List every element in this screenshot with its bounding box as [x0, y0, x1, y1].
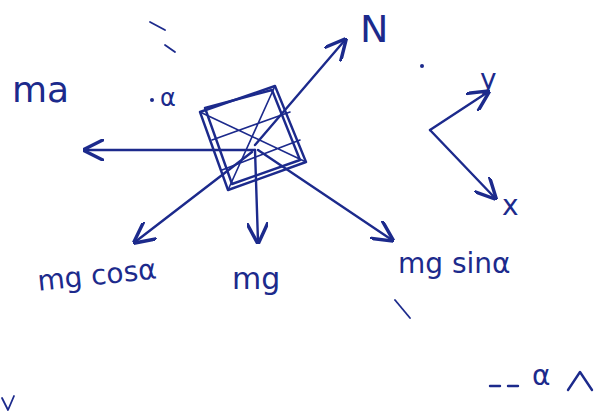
ink-stroke	[395, 300, 410, 318]
axis-label: x	[502, 192, 519, 220]
angle-label: α	[532, 362, 550, 390]
ink-stroke	[150, 22, 175, 52]
angle-label: α	[160, 86, 176, 110]
weight-arrow	[255, 150, 258, 242]
force-label: ma	[12, 72, 69, 108]
ink-stroke	[2, 396, 14, 410]
force-label: N	[360, 10, 388, 48]
ink-dot	[420, 64, 424, 68]
mg-sin-arrow	[258, 150, 392, 240]
normal-force-arrow	[255, 40, 345, 145]
incline-triangle	[568, 372, 592, 390]
pseudo-force-arrow	[85, 149, 255, 151]
ink-dot	[150, 98, 154, 102]
force-label: mg sinα	[398, 250, 511, 278]
force-label: mg cosα	[36, 256, 158, 296]
block	[200, 86, 306, 190]
mg-cos-arrow	[135, 152, 252, 242]
block-scribble	[200, 86, 306, 190]
dash-line	[490, 385, 518, 387]
axis-label: y	[480, 66, 497, 94]
force-label: mg	[232, 264, 280, 294]
y-axis-arrow	[430, 92, 488, 130]
x-axis-arrow	[430, 130, 495, 198]
